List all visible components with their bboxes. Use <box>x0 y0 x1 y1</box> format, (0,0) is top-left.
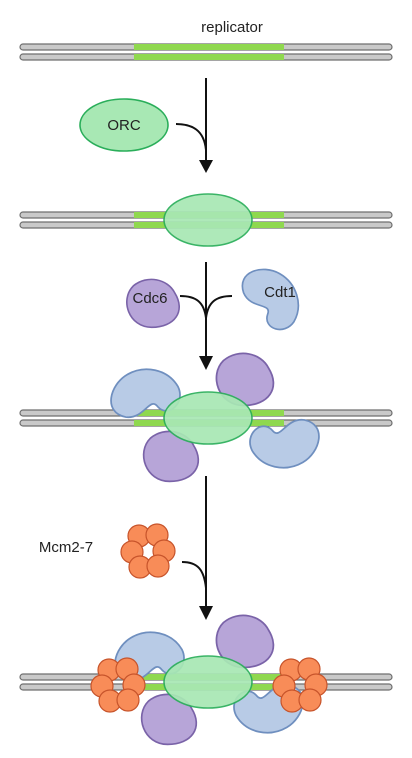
cdt1-free: Cdt1 <box>241 268 300 331</box>
orc-free: ORC <box>79 98 169 152</box>
mcm-label: Mcm2-7 <box>39 539 93 556</box>
cdc6-free: Cdc6 <box>126 278 181 329</box>
cdc6-label: Cdc6 <box>132 290 167 307</box>
orc-label: ORC <box>107 117 141 134</box>
cdt1-label: Cdt1 <box>264 284 296 301</box>
dna-step-1 <box>19 43 393 61</box>
arrow-1 <box>175 78 213 173</box>
complex-step-3 <box>103 352 327 483</box>
complex-step-4 <box>90 614 328 748</box>
mcm-free: Mcm2-7 <box>39 523 176 579</box>
orc-bound-2 <box>163 193 253 247</box>
arrow-2 <box>179 262 233 370</box>
arrow-3 <box>181 476 213 620</box>
replicator-label: replicator <box>201 19 263 36</box>
